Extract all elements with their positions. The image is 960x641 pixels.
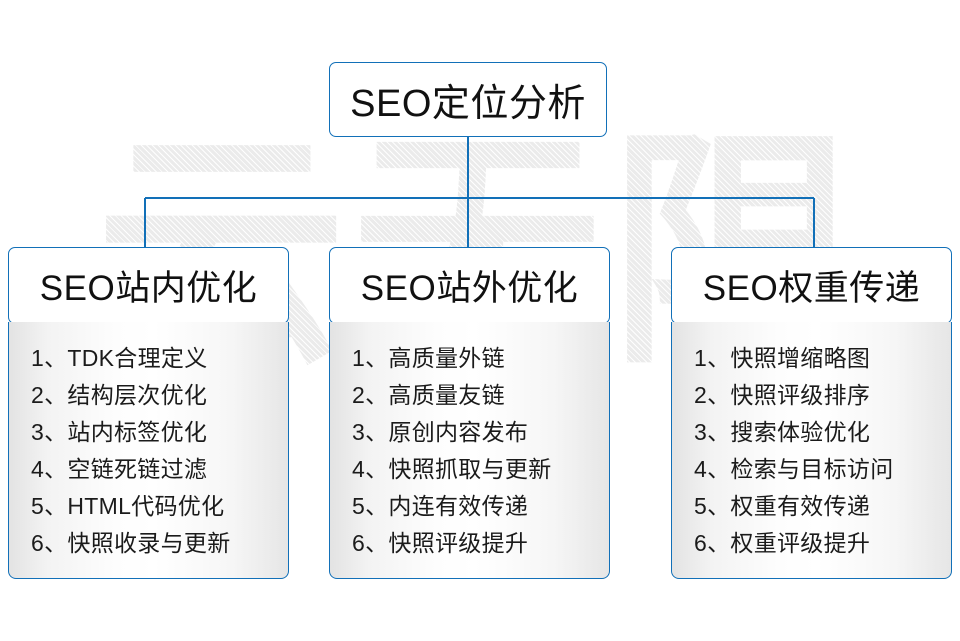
branch-body-3: 1、快照增缩略图 2、快照评级排序 3、搜索体验优化 4、检索与目标访问 5、权… <box>671 322 952 580</box>
list-item: 2、高质量友链 <box>352 382 505 409</box>
list-item: 2、结构层次优化 <box>31 382 208 409</box>
list-item: 4、快照抓取与更新 <box>352 456 552 483</box>
list-item: 4、检索与目标访问 <box>694 456 894 483</box>
branch-column-3: SEO权重传递 1、快照增缩略图 2、快照评级排序 3、搜索体验优化 4、检索与… <box>671 247 952 580</box>
list-item: 1、TDK合理定义 <box>31 345 208 372</box>
list-item: 4、空链死链过滤 <box>31 456 208 483</box>
list-item: 3、原创内容发布 <box>352 419 529 446</box>
list-item: 1、快照增缩略图 <box>694 345 871 372</box>
branch-item-list-1: 1、TDK合理定义 2、结构层次优化 3、站内标签优化 4、空链死链过滤 5、H… <box>9 340 288 562</box>
list-item: 6、快照评级提升 <box>352 530 529 557</box>
branch-item-list-2: 1、高质量外链 2、高质量友链 3、原创内容发布 4、快照抓取与更新 5、内连有… <box>330 340 609 562</box>
branch-column-2: SEO站外优化 1、高质量外链 2、高质量友链 3、原创内容发布 4、快照抓取与… <box>329 247 610 580</box>
branch-body-2: 1、高质量外链 2、高质量友链 3、原创内容发布 4、快照抓取与更新 5、内连有… <box>329 322 610 580</box>
list-item: 6、快照收录与更新 <box>31 530 231 557</box>
list-item: 3、搜索体验优化 <box>694 419 871 446</box>
branch-header-1[interactable]: SEO站内优化 <box>8 247 289 324</box>
list-item: 2、快照评级排序 <box>694 382 871 409</box>
branch-header-2[interactable]: SEO站外优化 <box>329 247 610 324</box>
list-item: 5、HTML代码优化 <box>31 493 225 520</box>
branch-column-1: SEO站内优化 1、TDK合理定义 2、结构层次优化 3、站内标签优化 4、空链… <box>8 247 289 580</box>
branch-item-list-3: 1、快照增缩略图 2、快照评级排序 3、搜索体验优化 4、检索与目标访问 5、权… <box>672 340 951 562</box>
branch-header-label-1: SEO站内优化 <box>39 269 258 308</box>
list-item: 6、权重评级提升 <box>694 530 871 557</box>
branch-body-1: 1、TDK合理定义 2、结构层次优化 3、站内标签优化 4、空链死链过滤 5、H… <box>8 322 289 580</box>
branch-header-label-3: SEO权重传递 <box>702 269 921 308</box>
branch-header-3[interactable]: SEO权重传递 <box>671 247 952 324</box>
list-item: 3、站内标签优化 <box>31 419 208 446</box>
list-item: 5、权重有效传递 <box>694 493 871 520</box>
list-item: 5、内连有效传递 <box>352 493 529 520</box>
branch-header-label-2: SEO站外优化 <box>360 269 579 308</box>
list-item: 1、高质量外链 <box>352 345 505 372</box>
root-node[interactable]: SEO定位分析 <box>329 62 607 137</box>
root-node-label: SEO定位分析 <box>350 83 586 125</box>
